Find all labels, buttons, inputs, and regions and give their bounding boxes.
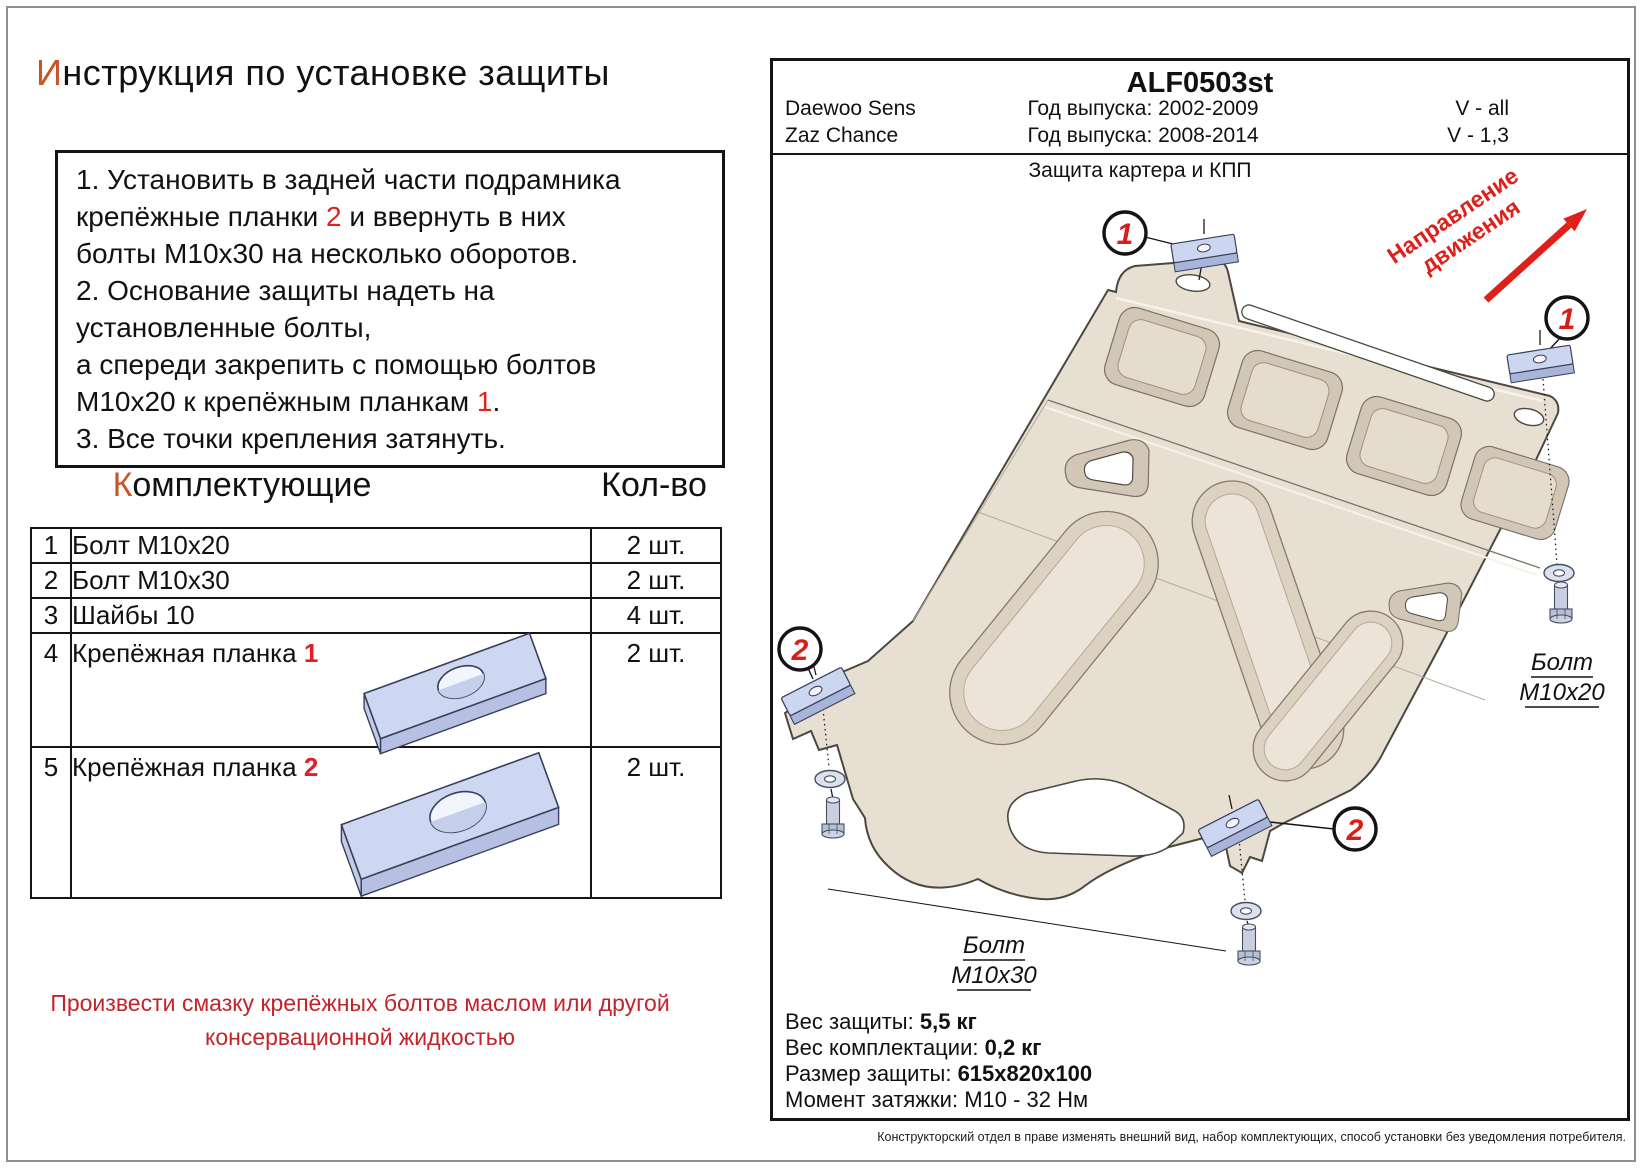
instruction-line: 2. Основание защиты надеть на	[76, 275, 495, 306]
parts-heading: Комплектующие	[112, 466, 372, 504]
mounting-plate-1-image	[363, 632, 547, 755]
callout-2: 2	[1332, 806, 1378, 852]
plate-slot	[1241, 304, 1495, 402]
spec-line: Вес защиты: 5,5 кг	[785, 1009, 977, 1034]
washer	[814, 769, 846, 789]
table-row: 2 Болт М10х30 2 шт.	[30, 562, 722, 599]
callout-1: 1	[1544, 295, 1590, 341]
vehicle-model: Daewoo Sens	[785, 97, 916, 120]
bolt-m10x20-label: М10х20	[1519, 679, 1605, 706]
panel-header: ALF0503st Daewoo Sens Год выпуска: 2002-…	[773, 61, 1627, 155]
instruction-line: М10х20 к крепёжным планкам 1.	[76, 386, 501, 417]
instruction-line: а спереди закрепить с помощью болтов	[76, 349, 597, 380]
mounting-plate-1	[1170, 233, 1240, 273]
callout-1: 1	[1102, 210, 1148, 256]
vehicle-years: Год выпуска: 2008-2014	[1027, 124, 1259, 147]
plate-sump-cutout	[1007, 778, 1185, 857]
bolt-labels: Болт М10х20 Болт М10х30	[951, 649, 1605, 989]
vehicle-years: Год выпуска: 2002-2009	[1027, 97, 1259, 120]
bolt-m10x20	[1549, 581, 1573, 624]
callout-2: 2	[777, 626, 823, 672]
svg-text:2: 2	[791, 634, 809, 667]
washer	[1543, 563, 1575, 583]
label-underlines	[957, 676, 1599, 991]
svg-text:1: 1	[1117, 218, 1134, 251]
parts-headings: Комплектующие Кол-во	[0, 466, 720, 510]
table-row: 1 Болт М10х20 2 шт.	[30, 527, 722, 564]
bolt-m10x30	[1237, 923, 1261, 966]
product-panel: ALF0503st Daewoo Sens Год выпуска: 2002-…	[770, 58, 1630, 1121]
instruction-line: 1. Установить в задней части подрамника	[76, 164, 621, 195]
washer	[1230, 901, 1262, 921]
svg-text:1: 1	[1559, 303, 1576, 336]
specs-block: Вес защиты: 5,5 кг Вес комплектации: 0,2…	[785, 1009, 1092, 1113]
plate-bolt-hole	[1513, 407, 1545, 427]
bolt-m10x30	[821, 796, 845, 839]
spec-line: Размер защиты: 615х820х100	[785, 1061, 1093, 1086]
plate-rib	[949, 510, 1159, 746]
spec-line: Вес комплектации: 0,2 кг	[785, 1035, 1042, 1060]
plate-rib	[1252, 610, 1404, 782]
manufacturer-disclaimer: Конструкторский отдел в праве изменять в…	[877, 1130, 1626, 1144]
instruction-line: болты М10х30 на несколько оборотов.	[76, 238, 579, 269]
technical-drawing: Направление движения	[777, 162, 1605, 991]
vehicle-row: Zaz Chance Год выпуска: 2008-2014 V - 1,…	[773, 124, 1627, 150]
plate-bolt-hole	[1175, 274, 1211, 292]
table-row: 3 Шайбы 10 4 шт.	[30, 597, 722, 634]
mounting-plate-2-image	[340, 751, 560, 898]
vehicle-engine: V - all	[1455, 97, 1509, 120]
vehicle-model: Zaz Chance	[785, 124, 899, 147]
bolt-m10x30-label: Болт	[963, 932, 1025, 959]
svg-text:2: 2	[1346, 814, 1364, 847]
title-rest: нструкция по установке защиты	[62, 52, 610, 93]
page-title: Инструкция по установке защиты	[36, 52, 610, 94]
instruction-box: 1. Установить в задней части подрамника …	[55, 150, 725, 468]
qty-heading: Кол-во	[601, 466, 707, 504]
mounting-plate-1	[1506, 344, 1576, 384]
lubrication-warning: Произвести смазку крепёжных болтов масло…	[50, 990, 670, 1050]
instruction-line: установленные болты,	[76, 312, 372, 343]
vehicle-row: Daewoo Sens Год выпуска: 2002-2009 V - a…	[773, 97, 1627, 123]
product-subtitle: Защита картера и КПП	[1028, 159, 1252, 182]
bolt-m10x20-label: Болт	[1531, 649, 1593, 676]
title-lead-letter: И	[36, 52, 63, 93]
instruction-line: крепёжные планки 2 и ввернуть в них	[76, 201, 566, 232]
instruction-line: 3. Все точки крепления затянуть.	[76, 423, 506, 454]
spec-line: Момент затяжки: М10 - 32 Нм	[785, 1087, 1089, 1112]
direction-arrow: Направление движения	[1382, 162, 1587, 303]
vehicle-engine: V - 1,3	[1447, 124, 1509, 147]
bolt-m10x30-label: М10х30	[951, 962, 1037, 989]
page-border	[6, 6, 1636, 1162]
callout-leaders	[807, 236, 1562, 952]
product-code: ALF0503st	[1126, 67, 1274, 99]
skid-plate-drawing	[783, 258, 1574, 901]
